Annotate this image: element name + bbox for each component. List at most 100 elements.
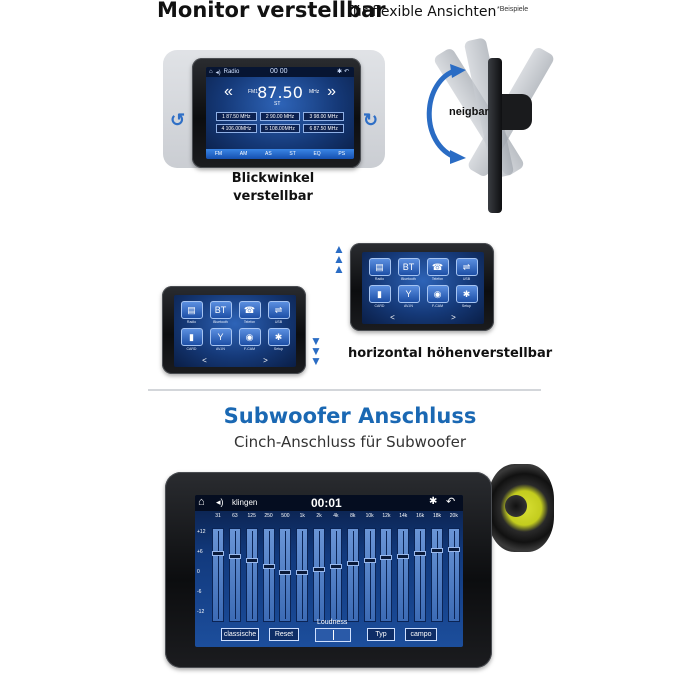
example-note: *Beispiele [497, 6, 529, 13]
back-icon[interactable]: ↶ [343, 69, 351, 75]
eq-slider[interactable] [447, 528, 460, 622]
home-icon[interactable]: ⌂ [209, 69, 213, 75]
eq-scale-label: -12 [197, 609, 205, 615]
menu-item-label: CARD [186, 347, 197, 351]
menu-item-telefon[interactable]: ☎Telefon [238, 301, 261, 324]
menu-item-card[interactable]: ▮CARD [180, 328, 203, 351]
eq-slider[interactable] [346, 528, 359, 622]
eq-slider-knob[interactable] [212, 551, 224, 556]
home-icon[interactable]: ⌂ [198, 496, 205, 508]
speaker-icon: ◂) [216, 497, 224, 507]
campo-button[interactable]: campo [405, 628, 437, 641]
eq-slider-knob[interactable] [380, 555, 393, 560]
settings-icon[interactable]: ✱ [429, 496, 438, 507]
am-button[interactable]: AM [239, 151, 248, 157]
eq-mode-label: klingen [232, 498, 258, 507]
page-title: Monitor verstellbar [157, 0, 386, 22]
eq-slider-knob[interactable] [363, 558, 376, 563]
st-button[interactable]: ST [289, 151, 296, 157]
eq-slider-knob[interactable] [329, 564, 342, 569]
eq-slider[interactable] [279, 528, 292, 622]
preset-button[interactable]: 6 87.50 MHz [303, 124, 344, 133]
menu-item-usb[interactable]: ⇌USB [455, 258, 478, 281]
menu-item-label: USB [462, 277, 471, 281]
eq-slider-knob[interactable] [397, 554, 410, 559]
radio-status-bar: ⌂ ◂) Radio 00 00 ✱↶ [206, 67, 354, 77]
preset-button[interactable]: 3 98.00 MHz [303, 112, 344, 121]
ps-button[interactable]: PS [338, 151, 346, 157]
eq-slider-knob[interactable] [262, 564, 275, 569]
gear-icon: ✱ [455, 285, 478, 303]
eq-slider-knob[interactable] [414, 551, 427, 556]
preset-button[interactable]: 1 87.50 MHz [216, 112, 257, 121]
loudness-toggle[interactable] [315, 628, 351, 642]
seek-forward-button[interactable]: » [327, 83, 336, 100]
eq-slider[interactable] [245, 528, 258, 622]
menu-item-setup[interactable]: ✱Setup [455, 285, 478, 308]
usb-icon: ⇌ [267, 301, 290, 319]
bluetooth-icon: BT [397, 258, 420, 276]
reset-button[interactable]: Reset [269, 628, 299, 641]
classic-button[interactable]: classische [221, 628, 259, 641]
menu-item-f-cam[interactable]: ◉F-CAM [426, 285, 449, 308]
menu-item-card[interactable]: ▮CARD [368, 285, 391, 308]
menu-item-telefon[interactable]: ☎Telefon [426, 258, 449, 281]
eq-slider[interactable] [329, 528, 342, 622]
eq-scale-label: +6 [197, 549, 203, 555]
preset-button[interactable]: 5 108.00MHz [259, 124, 301, 133]
eq-slider[interactable] [414, 528, 427, 622]
eq-slider[interactable] [430, 528, 443, 622]
eq-slider[interactable] [262, 528, 275, 622]
eq-slider[interactable] [380, 528, 393, 622]
menu-item-radio[interactable]: ▤Radio [368, 258, 391, 281]
eq-slider-knob[interactable] [228, 554, 241, 559]
usb-icon: ⇌ [455, 258, 478, 276]
menu-next-icon[interactable]: > [451, 313, 456, 322]
eq-slider-knob[interactable] [430, 548, 443, 553]
settings-icon[interactable]: ✱ [336, 69, 344, 75]
eq-slider[interactable] [228, 528, 241, 622]
rotate-left-arrow-icon: ↺ [170, 110, 186, 130]
menu-item-usb[interactable]: ⇌USB [267, 301, 290, 324]
gear-icon: ✱ [267, 328, 290, 346]
tilt-arrow-icon [426, 64, 466, 164]
eq-slider[interactable] [212, 528, 224, 622]
frequency-unit: MHz [309, 89, 320, 95]
menu-item-setup[interactable]: ✱Setup [267, 328, 290, 351]
av-in-icon: Y [397, 285, 420, 303]
menu-next-icon[interactable]: > [263, 356, 268, 365]
eq-button[interactable]: EQ [313, 151, 321, 157]
back-icon[interactable]: ↶ [446, 496, 456, 508]
preset-button[interactable]: 2 90.00 MHz [259, 112, 301, 121]
eq-slider[interactable] [363, 528, 376, 622]
eq-slider-knob[interactable] [296, 570, 309, 575]
menu-prev-icon[interactable]: < [202, 356, 207, 365]
eq-slider-knob[interactable] [346, 561, 359, 566]
eq-slider[interactable] [296, 528, 309, 622]
viewing-angle-caption: Blickwinkel verstellbar [231, 171, 315, 204]
eq-slider-knob[interactable] [447, 547, 460, 552]
menu-item-radio[interactable]: ▤Radio [180, 301, 203, 324]
eq-slider-knob[interactable] [313, 567, 326, 572]
eq-slider-knob[interactable] [279, 570, 292, 575]
as-button[interactable]: AS [264, 151, 272, 157]
menu-prev-icon[interactable]: < [390, 313, 395, 322]
eq-slider-knob[interactable] [245, 558, 258, 563]
type-button[interactable]: Typ [367, 628, 395, 641]
preset-button[interactable]: 4 106.00MHz [216, 124, 257, 133]
fm-button[interactable]: FM [214, 151, 223, 157]
menu-item-f-cam[interactable]: ◉F-CAM [238, 328, 261, 351]
eq-slider[interactable] [397, 528, 410, 622]
seek-back-button[interactable]: « [224, 83, 233, 100]
menu-item-label: USB [274, 320, 283, 324]
eq-slider[interactable] [313, 528, 326, 622]
radio-frequency: 87.50 [257, 83, 303, 102]
